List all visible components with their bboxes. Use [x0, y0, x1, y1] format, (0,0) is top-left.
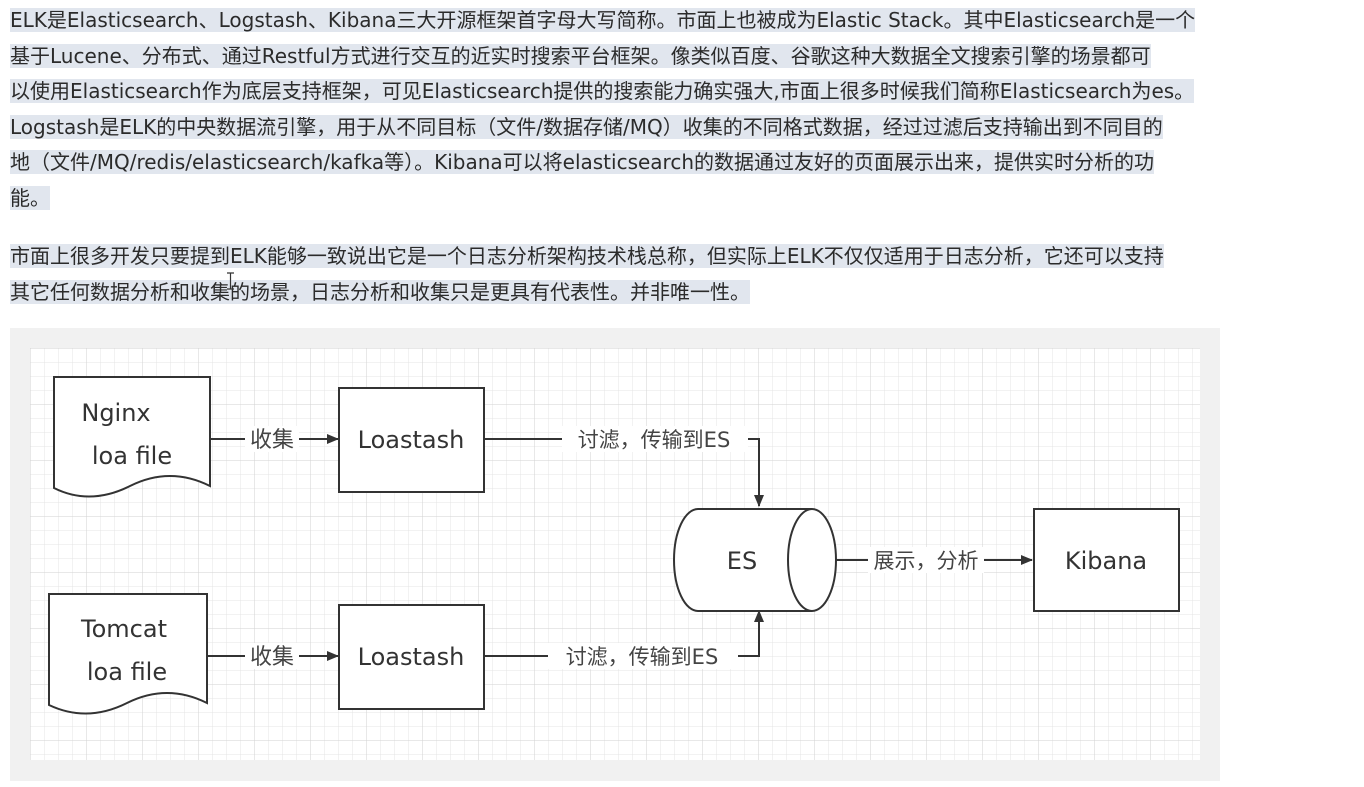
kibana-label: Kibana [1065, 547, 1147, 575]
nginx-file-line2: loa file [92, 442, 172, 470]
tomcat-file-line1: Tomcat [80, 615, 167, 643]
text-line: 基于Lucene、分布式、通过Restful方式进行交互的近实时搜索平台框架。像… [10, 43, 1151, 68]
collect-label-bottom: 收集 [250, 645, 294, 670]
show-analysis-label: 展示，分析 [874, 549, 979, 573]
kibana-box: Kibana [1033, 508, 1180, 612]
collect-arrow-bottom: 收集 [207, 643, 339, 670]
text-line: 其它任何数据分析和收集的场景，日志分析和收集只是更具有代表性。并非唯一性。 [10, 279, 750, 304]
filter-arrow-top: 讨滤，传输到ES [484, 426, 764, 507]
text-line: Logstash是ELK的中央数据流引擎，用于从不同目标（文件/数据存储/MQ）… [10, 114, 1163, 139]
text-line: ELK是Elasticsearch、Logstash、Kibana三大开源框架首… [10, 8, 1196, 32]
logstash-label-bottom: Loastash [358, 643, 465, 671]
filter-label-top: 讨滤，传输到ES [578, 428, 731, 452]
tomcat-log-file: Tomcat loa file [48, 593, 208, 715]
collect-label-top: 收集 [250, 428, 294, 453]
logstash-box-top: Loastash [338, 387, 485, 493]
tomcat-file-line2: loa file [87, 658, 167, 686]
text-line: 能。 [10, 185, 50, 210]
nginx-file-line1: Nginx [81, 399, 150, 427]
show-arrow: 展示，分析 [836, 547, 1033, 573]
text-line: 市面上很多开发只要提到ELK能够一致说出它是一个日志分析架构技术栈总称，但实际上… [10, 244, 1164, 268]
text-cursor-icon [227, 272, 234, 290]
es-database-cylinder: ES [673, 508, 837, 612]
collect-arrow-top: 收集 [210, 426, 339, 453]
text-line: 以使用Elasticsearch作为底层支持框架，可见Elasticsearch… [10, 79, 1195, 103]
paragraph-elk-intro: ELK是Elasticsearch、Logstash、Kibana三大开源框架首… [10, 3, 1350, 216]
logstash-label-top: Loastash [358, 426, 465, 454]
filter-arrow-bottom: 讨滤，传输到ES [484, 610, 764, 669]
logstash-box-bottom: Loastash [338, 604, 485, 710]
nginx-log-file: Nginx loa file [53, 376, 211, 498]
es-label: ES [727, 547, 757, 575]
paragraph-elk-usage: 市面上很多开发只要提到ELK能够一致说出它是一个日志分析架构技术栈总称，但实际上… [10, 239, 1350, 310]
text-line: 地（文件/MQ/redis/elasticsearch/kafka等）。Kiba… [10, 150, 1155, 174]
grid-lines [30, 348, 1200, 760]
filter-label-bottom: 讨滤，传输到ES [566, 645, 719, 669]
elk-architecture-diagram: Nginx loa file Tomcat loa file 收集 收集 Loa… [30, 348, 1200, 760]
